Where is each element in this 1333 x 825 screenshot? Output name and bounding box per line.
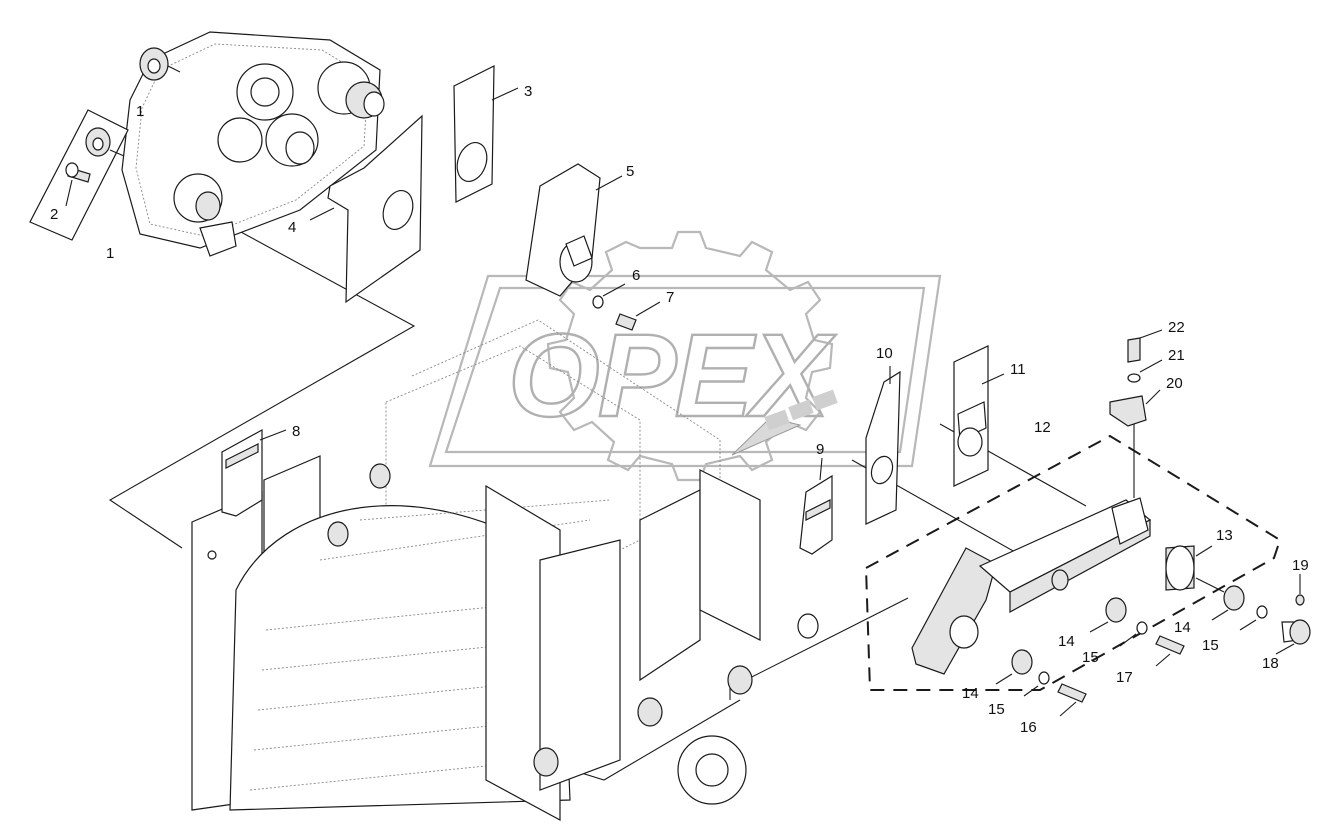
part-20-clip bbox=[1109, 389, 1161, 498]
gearbox-housing bbox=[121, 31, 385, 257]
part-13-bushing bbox=[1165, 545, 1225, 593]
part-19-grease-nipple bbox=[1295, 574, 1305, 606]
callout-11: 11 bbox=[1010, 361, 1026, 378]
part-21-washer bbox=[1127, 359, 1163, 383]
callout-9: 9 bbox=[816, 441, 824, 458]
part-3-plate bbox=[453, 65, 519, 203]
callout-3: 3 bbox=[524, 83, 532, 100]
callout-15-mid: 15 bbox=[1082, 649, 1099, 666]
callout-10: 10 bbox=[876, 345, 893, 362]
callout-12: 12 bbox=[1034, 419, 1051, 436]
part-11-plate bbox=[953, 345, 1005, 487]
callout-2: 2 bbox=[50, 206, 58, 223]
part-14-washer-left bbox=[995, 649, 1033, 685]
opex-watermark: OPEX bbox=[428, 230, 942, 482]
callout-4: 4 bbox=[288, 219, 296, 236]
callout-1-nut: 1 bbox=[136, 103, 144, 120]
callout-6: 6 bbox=[632, 267, 640, 284]
part-9-bracket bbox=[799, 457, 833, 555]
callout-15-right: 15 bbox=[1202, 637, 1219, 654]
part-16-bolt bbox=[1057, 683, 1087, 717]
callout-14-left: 14 bbox=[962, 685, 979, 702]
part-6-washer bbox=[592, 283, 626, 309]
callout-18: 18 bbox=[1262, 655, 1279, 672]
callout-22: 22 bbox=[1168, 319, 1185, 336]
part-22-screw bbox=[1127, 329, 1163, 363]
watermark-frame bbox=[428, 274, 942, 468]
part-12-arm bbox=[911, 497, 1152, 675]
watermark-block bbox=[764, 409, 790, 431]
callout-labels: 1 1 2 3 4 5 6 7 8 9 10 11 12 13 14 14 14… bbox=[50, 83, 1309, 736]
callout-8: 8 bbox=[292, 423, 300, 440]
callout-17: 17 bbox=[1116, 669, 1133, 686]
callout-5: 5 bbox=[626, 163, 634, 180]
callout-20: 20 bbox=[1166, 375, 1183, 392]
part-18-nut bbox=[1275, 619, 1311, 655]
callout-13: 13 bbox=[1216, 527, 1233, 544]
rotor-tines bbox=[249, 499, 611, 791]
part-14-washer-right bbox=[1211, 585, 1245, 621]
callout-21: 21 bbox=[1168, 347, 1185, 364]
callout-1-kit: 1 bbox=[106, 245, 114, 262]
part-15-lockwasher-right bbox=[1239, 605, 1268, 631]
callout-14-mid: 14 bbox=[1058, 633, 1075, 650]
callout-19: 19 bbox=[1292, 557, 1309, 574]
part-15-lockwasher-mid bbox=[1119, 621, 1148, 647]
part-17-bolt bbox=[1155, 635, 1185, 667]
part-4-gasket bbox=[309, 114, 423, 304]
assembly-12-outline bbox=[864, 434, 1282, 691]
part-15-lockwasher-left bbox=[1023, 671, 1050, 697]
callout-14-right: 14 bbox=[1174, 619, 1191, 636]
part-8-bracket bbox=[221, 428, 287, 517]
part-7-bolt bbox=[615, 301, 661, 331]
callout-15-left: 15 bbox=[988, 701, 1005, 718]
watermark-block bbox=[812, 389, 838, 411]
watermark-block bbox=[788, 399, 814, 421]
callout-7: 7 bbox=[666, 289, 674, 306]
watermark-frame-inner bbox=[444, 286, 926, 454]
part-5-cover bbox=[525, 163, 623, 297]
watermark-gear bbox=[546, 230, 834, 482]
part-1-nut bbox=[139, 47, 181, 81]
callout-16: 16 bbox=[1020, 719, 1037, 736]
rotor-frame-assembly bbox=[191, 319, 819, 822]
part-14-washer-mid bbox=[1089, 597, 1127, 633]
part-1-kit bbox=[29, 109, 129, 241]
part-10-plate bbox=[865, 366, 901, 525]
